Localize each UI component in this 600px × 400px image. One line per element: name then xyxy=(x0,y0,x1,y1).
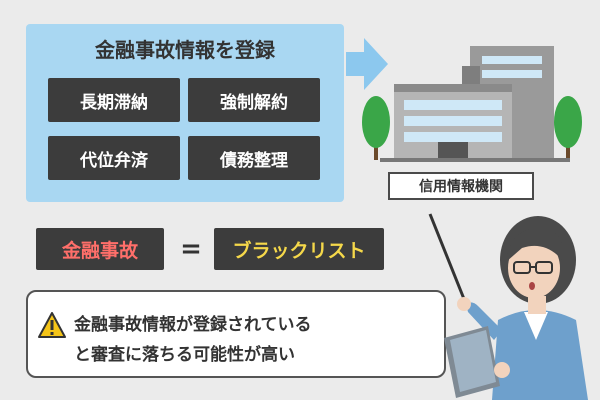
warning-text-line2: と審査に落ちる可能性が高い xyxy=(74,345,295,365)
panel-title: 金融事故情報を登録 xyxy=(95,38,275,62)
warning-icon xyxy=(38,312,66,338)
tag-forced-cancellation: 強制解約 xyxy=(188,78,320,122)
tag-debt-consolidation: 債務整理 xyxy=(188,136,320,180)
financial-accident-box: 金融事故 xyxy=(36,228,164,270)
warning-box: 金融事故情報が登録されている と審査に落ちる可能性が高い xyxy=(26,290,446,378)
registration-panel: 金融事故情報を登録 長期滞納 強制解約 代位弁済 債務整理 xyxy=(26,24,344,202)
warning-text-line1: 金融事故情報が登録されている xyxy=(74,315,312,335)
tag-subrogation: 代位弁済 xyxy=(48,136,180,180)
credit-bureau-label: 信用情報機関 xyxy=(388,172,534,200)
equals-sign: = xyxy=(180,234,202,264)
tag-long-term-delinquency: 長期滞納 xyxy=(48,78,180,122)
blacklist-box: ブラックリスト xyxy=(214,228,384,270)
right-arrow-icon xyxy=(346,38,388,90)
building-icon xyxy=(362,46,582,162)
presenter-woman-illustration xyxy=(428,213,588,400)
